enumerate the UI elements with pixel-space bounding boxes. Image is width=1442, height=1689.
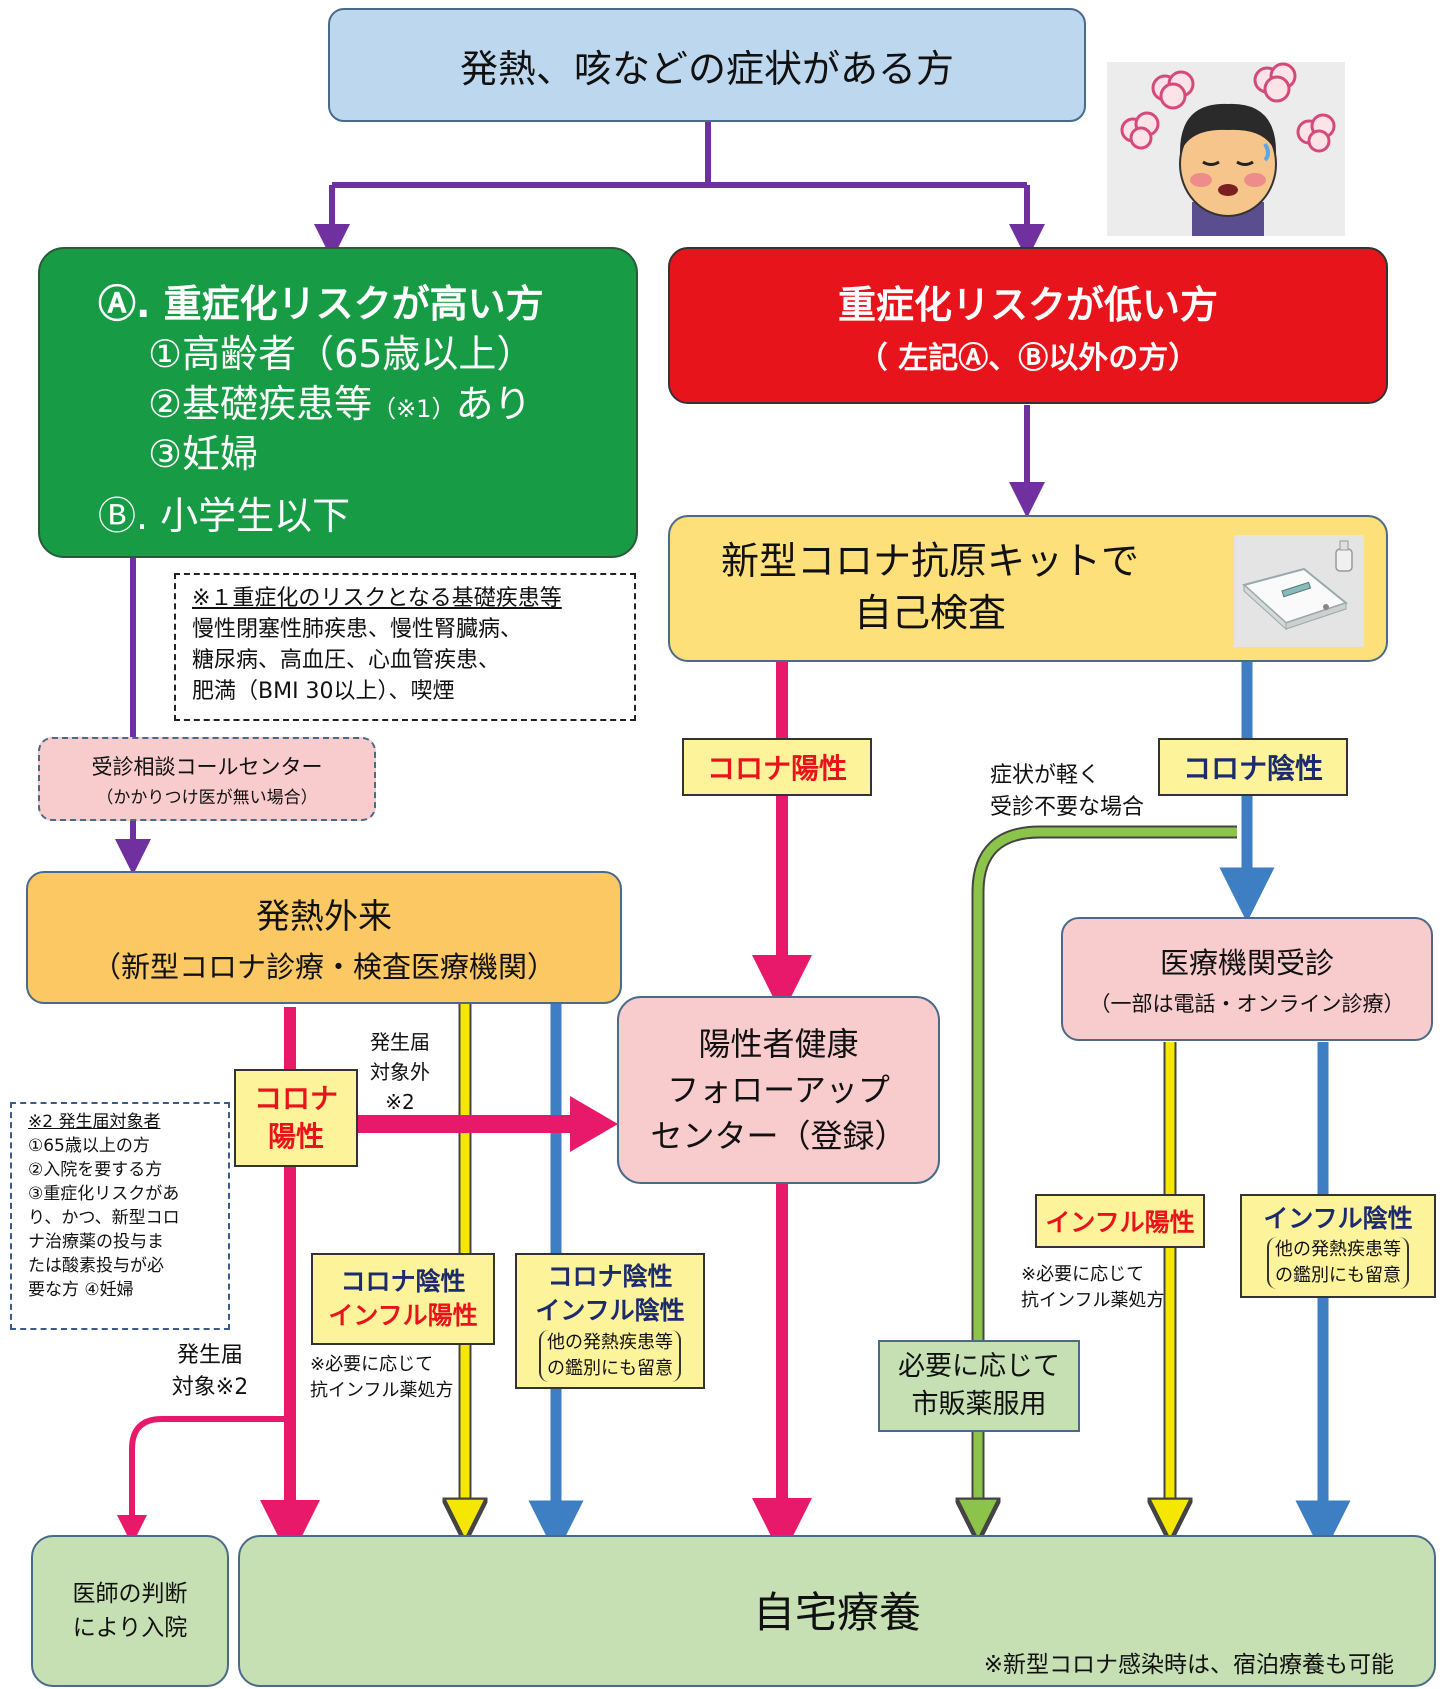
- subject-note: 発生届 対象※2: [150, 1340, 270, 1404]
- call-center-subtitle: （かかりつけ医が無い場合）: [96, 787, 318, 808]
- note-2-title: ※2 発生届対象者: [28, 1112, 161, 1132]
- item-2-note: （※1）: [372, 395, 456, 423]
- symptom-text: 発熱、咳などの症状がある方: [459, 46, 954, 91]
- corona-negative-label-right: コロナ陰性: [1158, 738, 1348, 796]
- neg-flu-neg-note-2: の鑑別にも留意: [547, 1358, 673, 1379]
- home-care-box: 自宅療養 ※新型コロナ感染時は、宿泊療養も可能: [238, 1535, 1436, 1687]
- neg-flu-pos-line-1: コロナ陰性: [340, 1267, 466, 1296]
- hospital-line-2: により入院: [72, 1615, 188, 1641]
- mild-symptom-note: 症状が軽く 受診不要な場合: [990, 760, 1144, 824]
- high-risk-box: Ⓐ. 重症化リスクが高い方 ①高齢者（65歳以上） ②基礎疾患等（※1）あり ③…: [38, 247, 638, 558]
- antigen-line-2: 自己検査: [853, 591, 1006, 635]
- otc-medicine-box: 必要に応じて 市販薬服用: [878, 1340, 1080, 1432]
- green-curve: [978, 827, 1237, 1520]
- flu-negative-note-2: の鑑別にも留意: [1275, 1265, 1401, 1286]
- low-risk-title: 重症化リスクが低い方: [837, 283, 1218, 327]
- high-risk-b-title: Ⓑ. 小学生以下: [98, 494, 351, 538]
- fever-clinic-box: 発熱外来 （新型コロナ診療・検査医療機関）: [26, 871, 622, 1004]
- antiflu-right-line-2: 抗インフル薬処方: [1021, 1290, 1165, 1311]
- note-2-line: ナ治療薬の投与ま: [28, 1232, 164, 1252]
- note-1-line: 慢性閉塞性肺疾患、慢性腎臓病、: [192, 617, 523, 642]
- pink-branch-hospital: [117, 1416, 290, 1545]
- high-risk-item-1: ①高齢者（65歳以上）: [148, 332, 535, 376]
- antigen-line-1: 新型コロナ抗原キットで: [720, 539, 1139, 583]
- call-center-title: 受診相談コールセンター: [91, 754, 323, 779]
- note-1-line: 糖尿病、高血圧、心血管疾患、: [192, 648, 501, 673]
- split-connector: [329, 122, 1030, 238]
- followup-line-1: 陽性者健康: [698, 1025, 859, 1063]
- antiflu-note-right: ※必要に応じて 抗インフル薬処方: [1021, 1262, 1164, 1314]
- antiflu-left-line-1: ※必要に応じて: [310, 1354, 434, 1375]
- call-center-box: 受診相談コールセンター （かかりつけ医が無い場合）: [38, 737, 376, 821]
- neg-flu-neg-line-2: インフル陰性: [535, 1296, 685, 1325]
- flu-negative-label: インフル陰性 他の発熱疾患等 の鑑別にも留意: [1240, 1194, 1436, 1298]
- note-2-box: ※2 発生届対象者 ①65歳以上の方 ②入院を要する方 ③重症化リスクがあ り、…: [10, 1102, 230, 1330]
- note-2-line: たは酸素投与が必: [28, 1256, 164, 1276]
- otc-line-2: 市販薬服用: [911, 1389, 1047, 1420]
- home-care-title: 自宅療養: [752, 1588, 921, 1637]
- antiflu-right-line-1: ※必要に応じて: [1021, 1264, 1145, 1285]
- not-subject-line-2: 対象外: [370, 1060, 430, 1084]
- antigen-test-box: 新型コロナ抗原キットで 自己検査: [668, 515, 1388, 662]
- medical-visit-subtitle: （一部は電話・オンライン診療）: [1089, 992, 1405, 1016]
- low-risk-box: 重症化リスクが低い方 （ 左記Ⓐ、Ⓑ以外の方）: [668, 247, 1388, 404]
- note-1-line: 肥満（BMI 30以上）、喫煙: [192, 679, 455, 704]
- note-2-line: り、かつ、新型コロ: [28, 1208, 180, 1228]
- flu-positive-label: インフル陽性: [1035, 1194, 1205, 1248]
- neg-flu-pos-line-2: インフル陽性: [328, 1301, 478, 1330]
- fever-clinic-subtitle: （新型コロナ診療・検査医療機関）: [91, 950, 556, 984]
- flu-negative-note-1: 他の発熱疾患等: [1275, 1239, 1401, 1260]
- arrowhead-to-followup: [570, 1096, 618, 1152]
- neg-flu-neg-line-1: コロナ陰性: [547, 1262, 673, 1291]
- high-risk-item-3: ③妊婦: [148, 432, 259, 476]
- subject-line-1: 発生届: [176, 1343, 243, 1368]
- high-risk-item-2: ②基礎疾患等（※1）あり: [148, 373, 531, 428]
- flu-negative-title: インフル陰性: [1263, 1204, 1413, 1233]
- corona-pos-left-line-2: 陽性: [267, 1120, 324, 1153]
- item-2-tail: あり: [455, 382, 532, 426]
- neg-flu-neg-note-1: 他の発熱疾患等: [547, 1332, 673, 1353]
- neg-flu-neg-bracket-note: 他の発熱疾患等 の鑑別にも留意: [539, 1330, 681, 1382]
- high-risk-a-title: Ⓐ. 重症化リスクが高い方: [98, 282, 544, 326]
- note-2-line: ①65歳以上の方: [28, 1136, 150, 1156]
- not-subject-line-3: ※2: [385, 1090, 415, 1114]
- medical-visit-box: 医療機関受診 （一部は電話・オンライン診療）: [1061, 917, 1433, 1041]
- home-care-note: ※新型コロナ感染時は、宿泊療養も可能: [983, 1652, 1394, 1678]
- followup-center-box: 陽性者健康 フォローアップ センター（登録）: [617, 996, 940, 1184]
- corona-neg-flu-pos-label: コロナ陰性 インフル陽性: [311, 1253, 495, 1345]
- symptom-box: 発熱、咳などの症状がある方: [328, 8, 1086, 122]
- note-1-title: ※１重症化のリスクとなる基礎疾患等: [192, 586, 562, 611]
- not-subject-note: 発生届 対象外 ※2: [360, 1027, 440, 1117]
- otc-line-1: 必要に応じて: [898, 1351, 1060, 1382]
- note-2-line: ②入院を要する方: [28, 1160, 163, 1180]
- corona-neg-flu-neg-label: コロナ陰性 インフル陰性 他の発熱疾患等 の鑑別にも留意: [515, 1253, 705, 1389]
- corona-positive-label-right: コロナ陽性: [682, 738, 872, 796]
- fever-clinic-title: 発熱外来: [256, 897, 392, 937]
- followup-line-3: センター（登録）: [650, 1117, 907, 1155]
- hospital-line-1: 医師の判断: [72, 1581, 188, 1607]
- antigen-text: 新型コロナ抗原キットで 自己検査: [670, 535, 1190, 639]
- antiflu-left-line-2: 抗インフル薬処方: [310, 1380, 454, 1401]
- sick-person-icon: [1107, 62, 1345, 236]
- hospitalization-box: 医師の判断 により入院: [31, 1535, 229, 1687]
- mild-note-line-2: 受診不要な場合: [990, 795, 1145, 820]
- followup-line-2: フォローアップ: [667, 1071, 890, 1109]
- medical-visit-title: 医療機関受診: [1159, 946, 1334, 980]
- corona-pos-left-line-1: コロナ: [253, 1082, 338, 1115]
- mild-note-line-1: 症状が軽く: [990, 763, 1101, 788]
- corona-positive-label-left: コロナ 陽性: [234, 1069, 358, 1167]
- note-2-line: ③重症化リスクがあ: [28, 1184, 180, 1204]
- low-risk-subtitle: （ 左記Ⓐ、Ⓑ以外の方）: [857, 341, 1199, 376]
- antigen-test-kit-icon: [1234, 535, 1364, 647]
- subject-line-2: 対象※2: [171, 1375, 249, 1400]
- note-2-line: 要な方 ④妊婦: [28, 1280, 134, 1300]
- flu-negative-bracket-note: 他の発熱疾患等 の鑑別にも留意: [1267, 1237, 1409, 1289]
- antiflu-note-left: ※必要に応じて 抗インフル薬処方: [310, 1352, 453, 1404]
- not-subject-line-1: 発生届: [370, 1030, 430, 1054]
- note-1-box: ※１重症化のリスクとなる基礎疾患等 慢性閉塞性肺疾患、慢性腎臓病、 糖尿病、高血…: [174, 573, 636, 721]
- item-2-text: ②基礎疾患等: [148, 382, 373, 426]
